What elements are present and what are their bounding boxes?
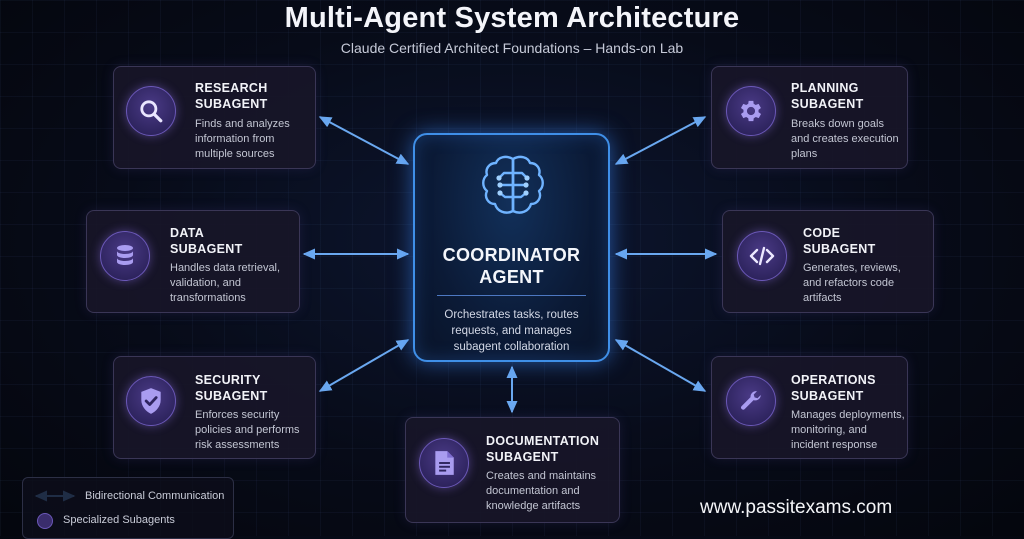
security-desc: Enforces security <box>195 409 280 421</box>
legend-subagent-swatch <box>37 513 53 529</box>
data-title-2: SUBAGENT <box>170 242 243 256</box>
data-subagent-card: DATA SUBAGENT Handles data retrieval, va… <box>86 210 300 313</box>
coordinator-desc: subagent collaboration <box>453 341 570 353</box>
documentation-title: DOCUMENTATION <box>486 434 600 448</box>
code-desc: and refactors code <box>803 277 895 289</box>
arrow-research <box>318 116 410 165</box>
document-icon <box>419 438 469 488</box>
planning-title-2: SUBAGENT <box>791 97 864 111</box>
research-desc: Finds and analyzes <box>195 118 290 130</box>
planning-desc: and creates execution <box>791 133 899 145</box>
planning-desc: Breaks down goals <box>791 118 884 130</box>
code-subagent-card: CODE SUBAGENT Generates, reviews, and re… <box>722 210 934 313</box>
research-title-2: SUBAGENT <box>195 97 268 111</box>
code-icon <box>737 231 787 281</box>
documentation-subagent-card: DOCUMENTATION SUBAGENT Creates and maint… <box>405 417 620 523</box>
arrow-operations <box>614 339 707 392</box>
security-subagent-card: SECURITY SUBAGENT Enforces security poli… <box>113 356 316 459</box>
data-title: DATA <box>170 226 205 240</box>
operations-desc: monitoring, and <box>791 424 867 436</box>
wrench-icon <box>726 376 776 426</box>
arrow-security <box>318 339 410 392</box>
security-title: SECURITY <box>195 373 261 387</box>
operations-title-2: SUBAGENT <box>791 389 864 403</box>
documentation-desc: documentation and <box>486 485 580 497</box>
search-icon <box>126 86 176 136</box>
code-desc: artifacts <box>803 292 842 304</box>
data-desc: validation, and <box>170 277 241 289</box>
coordinator-desc: Orchestrates tasks, routes <box>444 309 579 321</box>
data-desc: Handles data retrieval, <box>170 262 281 274</box>
watermark: www.passitexams.com <box>700 497 893 518</box>
security-desc: risk assessments <box>195 439 280 451</box>
gear-icon <box>726 86 776 136</box>
page-title: Multi-Agent System Architecture <box>284 2 740 34</box>
coordinator-divider <box>437 295 586 296</box>
research-title: RESEARCH <box>195 81 268 95</box>
operations-desc: Manages deployments, <box>791 409 905 421</box>
legend-specialized-label: Specialized Subagents <box>63 514 175 526</box>
research-desc: information from <box>195 133 275 145</box>
planning-desc: plans <box>791 148 818 160</box>
data-desc: transformations <box>170 292 246 304</box>
coordinator-agent-card: COORDINATOR AGENT Orchestrates tasks, ro… <box>413 133 610 362</box>
code-title: CODE <box>803 226 841 240</box>
code-title-2: SUBAGENT <box>803 242 876 256</box>
database-icon <box>100 231 150 281</box>
legend-bidirectional-label: Bidirectional Communication <box>85 490 225 502</box>
arrow-planning <box>614 116 707 165</box>
documentation-desc: knowledge artifacts <box>486 500 581 512</box>
brain-icon <box>478 153 548 221</box>
research-subagent-card: RESEARCH SUBAGENT Finds and analyzes inf… <box>113 66 316 169</box>
coordinator-desc: requests, and manages <box>451 325 572 337</box>
research-desc: multiple sources <box>195 148 275 160</box>
operations-title: OPERATIONS <box>791 373 876 387</box>
planning-subagent-card: PLANNING SUBAGENT Breaks down goals and … <box>711 66 908 169</box>
security-desc: policies and performs <box>195 424 300 436</box>
planning-title: PLANNING <box>791 81 859 95</box>
operations-subagent-card: OPERATIONS SUBAGENT Manages deployments,… <box>711 356 908 459</box>
operations-desc: incident response <box>791 439 878 451</box>
code-desc: Generates, reviews, <box>803 262 901 274</box>
legend: Bidirectional Communication Specialized … <box>22 477 234 539</box>
shield-check-icon <box>126 376 176 426</box>
coordinator-title: COORDINATOR <box>442 245 581 265</box>
documentation-desc: Creates and maintains <box>486 470 597 482</box>
documentation-title-2: SUBAGENT <box>486 450 559 464</box>
coordinator-title-2: AGENT <box>479 267 544 287</box>
security-title-2: SUBAGENT <box>195 389 268 403</box>
page-subtitle: Claude Certified Architect Foundations –… <box>340 40 684 56</box>
